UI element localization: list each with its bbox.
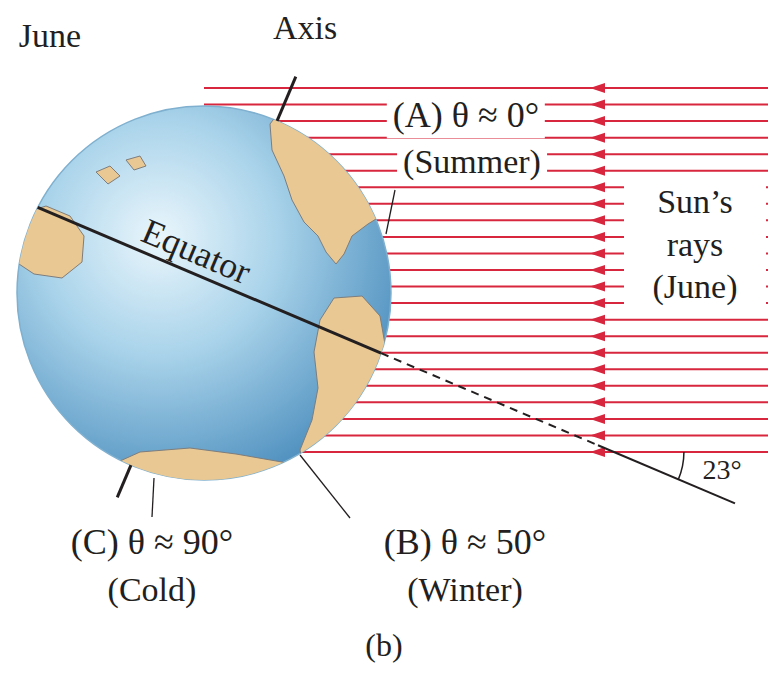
ray-arrowhead <box>590 166 605 176</box>
ray-arrowhead <box>590 182 605 192</box>
globe <box>17 106 391 480</box>
point-label: (A) θ ≈ 0° <box>387 93 545 138</box>
ray-arrowhead <box>590 381 605 391</box>
equator-extension <box>381 353 598 445</box>
ray-arrowhead <box>590 282 605 292</box>
leader-line <box>386 190 395 234</box>
ray-arrowhead <box>590 397 605 407</box>
season-label: (Summer) <box>397 140 547 183</box>
ray-arrowhead <box>590 248 605 258</box>
equator-line <box>38 207 381 353</box>
leader-line <box>300 455 350 518</box>
ray-arrowhead <box>590 364 605 374</box>
ray-arrowhead <box>590 232 605 242</box>
sun-ray <box>204 87 768 89</box>
ray-arrowhead <box>590 447 605 457</box>
ray-arrowhead <box>590 116 605 126</box>
axis-label: Axis <box>273 8 337 47</box>
point-label: (C) θ ≈ 90° <box>71 522 233 563</box>
ray-arrowhead <box>590 215 605 225</box>
ray-arrowhead <box>590 414 605 424</box>
ray-arrowhead <box>590 199 605 209</box>
leader-line <box>152 478 154 517</box>
month-label: June <box>19 16 81 55</box>
equator-label: Equator <box>135 211 256 294</box>
ray-arrowhead <box>590 265 605 275</box>
season-label: (Cold) <box>108 570 197 609</box>
ray-arrowhead <box>590 298 605 308</box>
ray-arrowhead <box>590 83 605 93</box>
rays-label: Sun’s rays (June) <box>624 179 766 311</box>
axis-line <box>277 77 296 121</box>
ray-arrowhead <box>590 100 605 110</box>
point-label: (B) θ ≈ 50° <box>384 522 546 563</box>
axis-line <box>117 465 131 497</box>
panel-label: (b) <box>365 627 402 664</box>
ray-arrowhead <box>590 430 605 440</box>
ray-arrowhead <box>590 348 605 358</box>
season-label: (Winter) <box>407 570 523 609</box>
antarctica <box>90 448 330 510</box>
ray-arrowhead <box>590 133 605 143</box>
angle-arc <box>678 452 684 479</box>
islands <box>36 156 146 190</box>
ray-arrowhead <box>590 331 605 341</box>
ray-arrowhead <box>590 149 605 159</box>
angle-label: 23° <box>702 454 741 486</box>
ray-arrowhead <box>590 315 605 325</box>
south-america <box>300 296 386 468</box>
australia <box>14 206 84 278</box>
north-america <box>270 108 390 264</box>
continents <box>14 108 390 510</box>
